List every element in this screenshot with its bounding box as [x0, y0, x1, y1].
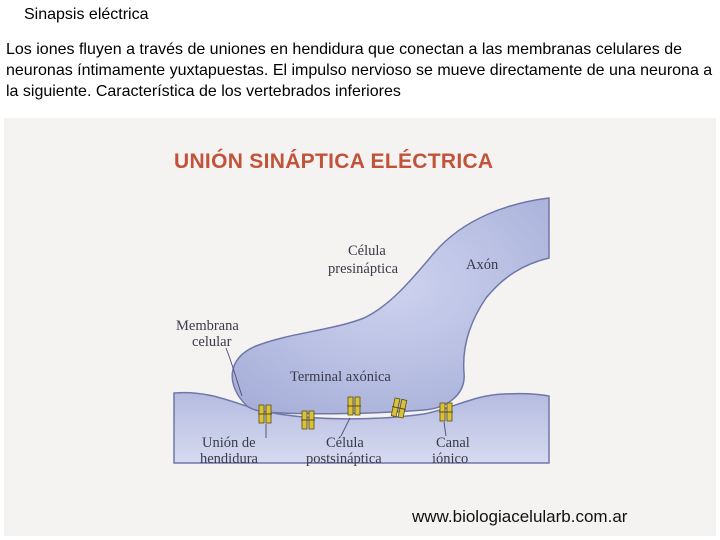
- figure-title: UNIÓN SINÁPTICA ELÉCTRICA: [174, 149, 493, 173]
- slide-title: Sinapsis eléctrica: [24, 6, 149, 23]
- label-cell-membrane: Membrana: [176, 318, 239, 334]
- label-presynaptic-cell: Célula: [348, 243, 386, 259]
- presynaptic-terminal: [231, 197, 550, 415]
- label-gap-junction: Unión de: [202, 435, 256, 451]
- label-axon-terminal: Terminal axónica: [290, 369, 391, 385]
- postsynaptic-cell: [173, 391, 550, 464]
- gap-junction-channel: [258, 404, 272, 424]
- slide-body-text: Los iones fluyen a través de uniones en …: [6, 41, 713, 100]
- label-ion-channel: Canal: [436, 435, 470, 451]
- gap-junction-channel: [301, 410, 315, 430]
- label-cell-membrane: celular: [192, 334, 232, 350]
- label-postsynaptic-cell: postsináptica: [306, 451, 382, 467]
- label-gap-junction: hendidura: [200, 451, 259, 467]
- gap-junction-channel: [347, 396, 361, 416]
- gap-junction-channel: [390, 397, 408, 419]
- label-presynaptic-cell: presináptica: [328, 261, 399, 277]
- label-postsynaptic-cell: Célula: [326, 435, 364, 451]
- gap-junction-channel: [439, 402, 453, 422]
- synapse-illustration: UNIÓN SINÁPTICA ELÉCTRICA Célula presiná…: [173, 149, 628, 526]
- source-url: www.biologiacelularb.com.ar: [411, 507, 628, 526]
- label-axon: Axón: [466, 257, 499, 273]
- label-ion-channel: iónico: [432, 451, 468, 467]
- synapse-diagram: UNIÓN SINÁPTICA ELÉCTRICA Célula presiná…: [4, 118, 716, 536]
- leader-lines: [225, 347, 447, 438]
